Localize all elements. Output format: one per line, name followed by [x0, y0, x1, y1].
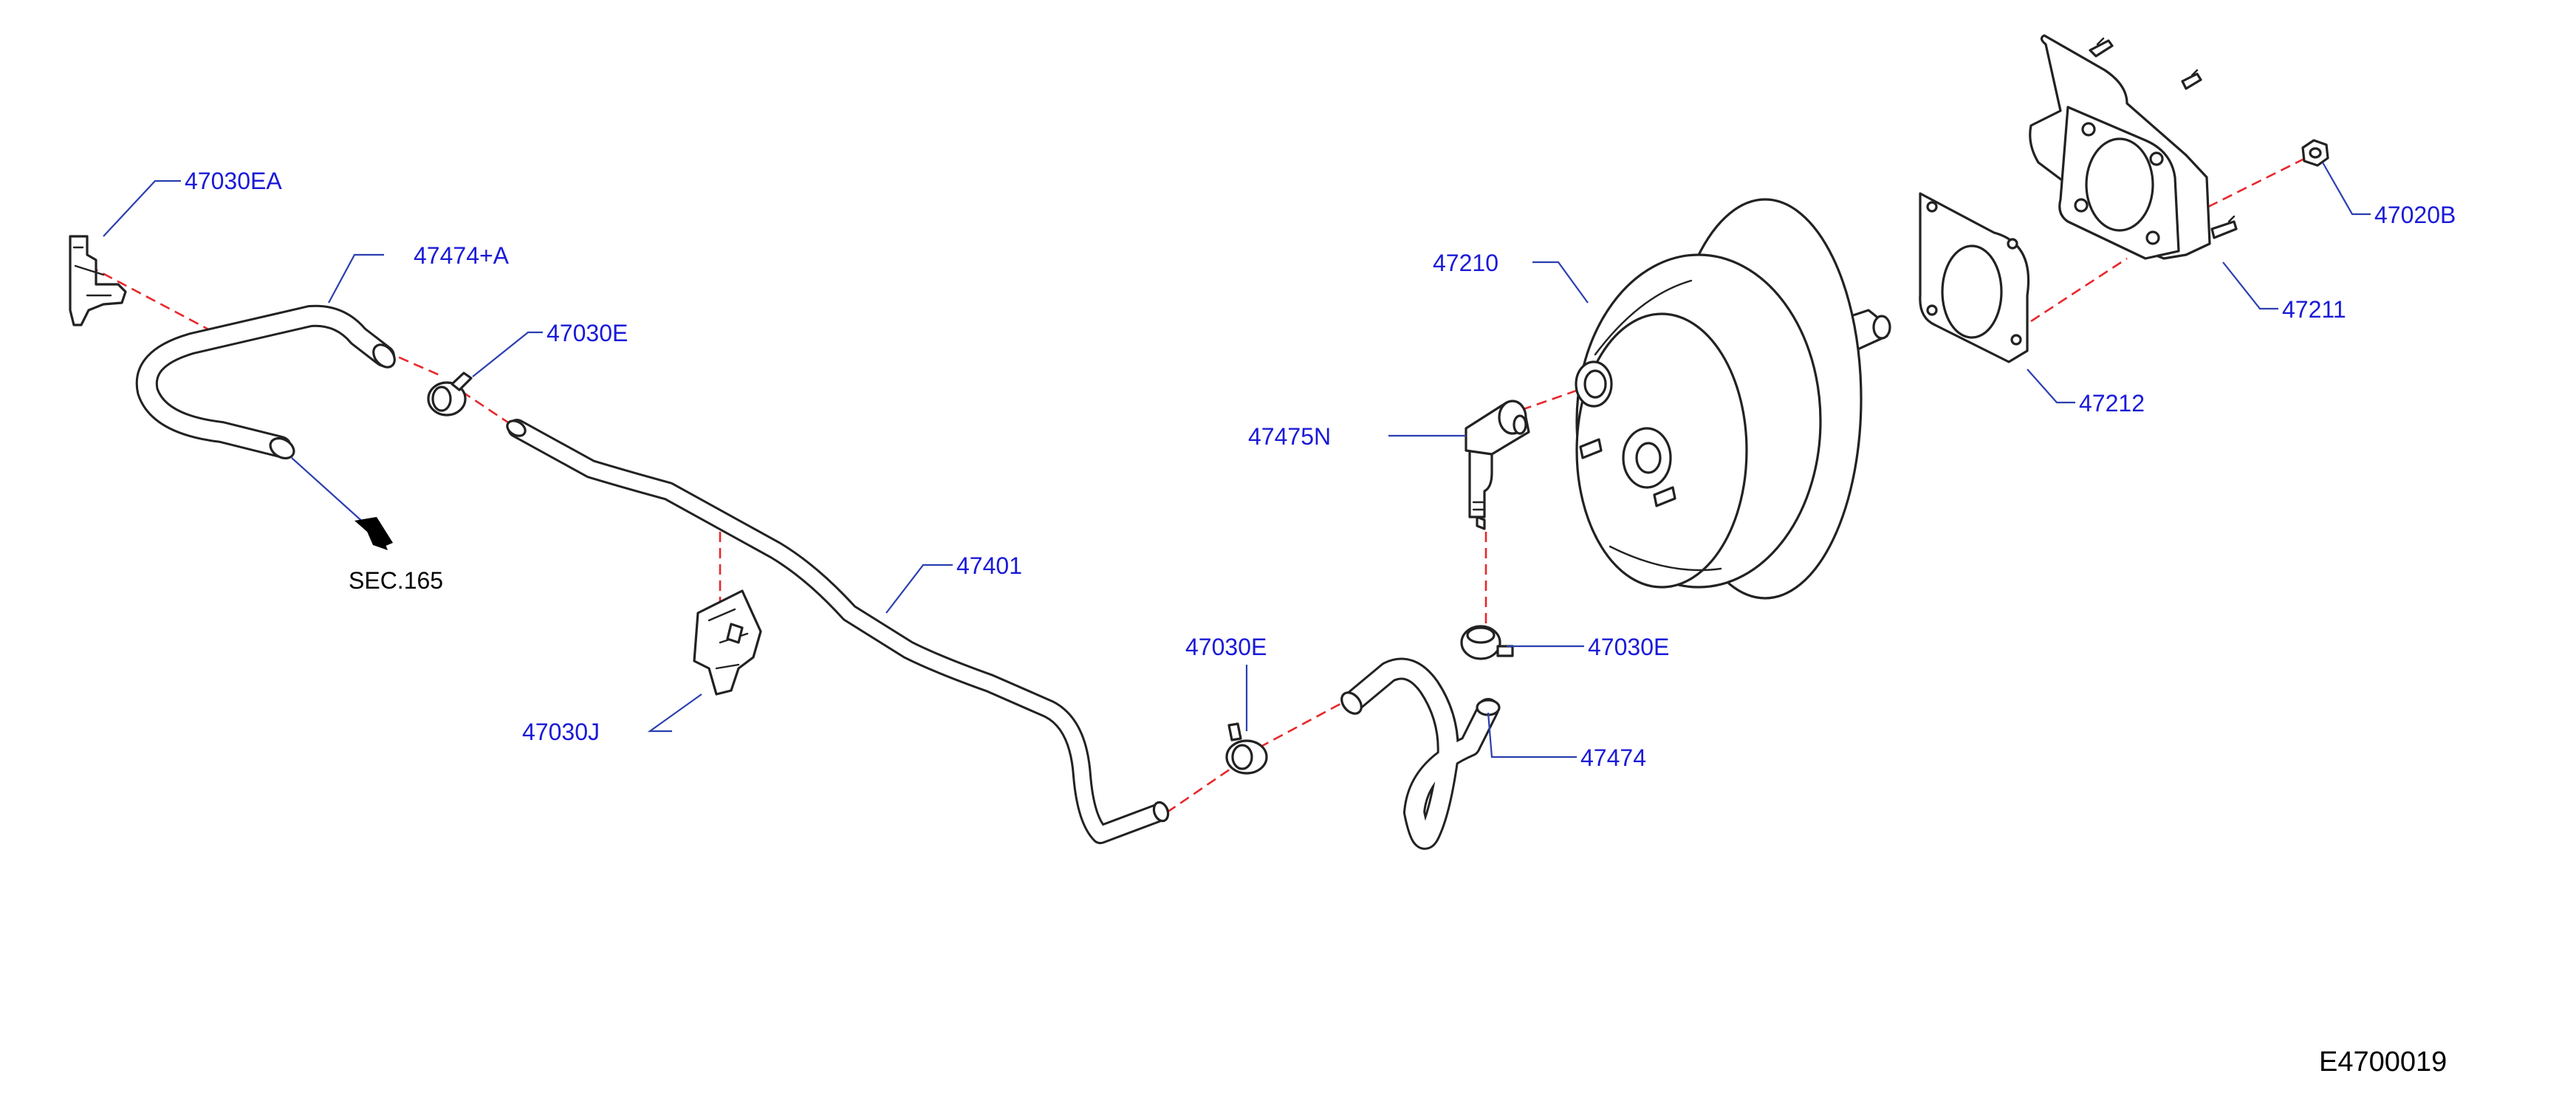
callout-47030E-top: 47030E — [547, 320, 628, 346]
pipe-47401 — [506, 419, 1170, 844]
clamp-47030E-right — [1460, 625, 1514, 660]
clip-47030J — [693, 589, 762, 696]
clip-47030EA — [69, 235, 127, 326]
callout-47474A: 47474+A — [414, 242, 510, 269]
callout-47475N: 47475N — [1248, 423, 1331, 450]
callout-labels: 47030EA 47474+A 47030E 47401 47030J 4703… — [185, 168, 2456, 771]
hose-47474A — [135, 304, 396, 460]
axis-pipe-to-clamp — [1166, 763, 1238, 814]
axis-clip-to-hose — [88, 264, 215, 334]
axis-gasket-to-bracket — [2030, 257, 2128, 323]
axis-hose-to-clamp — [383, 349, 444, 378]
callout-47211: 47211 — [2282, 296, 2346, 323]
figure-code: E4700019 — [2319, 1047, 2447, 1078]
callout-47020B: 47020B — [2374, 202, 2456, 228]
section-reference: SEC.165 — [349, 567, 443, 594]
axis-bracket-to-nut — [2207, 154, 2312, 208]
clamp-47030E-mid — [1225, 722, 1268, 775]
callout-47212: 47212 — [2079, 390, 2145, 417]
gasket-47212 — [1919, 192, 2030, 363]
leader-lines — [103, 162, 2371, 758]
callout-47030E-mid: 47030E — [1185, 634, 1267, 660]
callout-47210: 47210 — [1433, 250, 1498, 276]
callout-47030E-right: 47030E — [1588, 634, 1669, 660]
callout-47401: 47401 — [956, 552, 1022, 579]
assembly-axes — [88, 154, 2312, 814]
check-valve-47475N — [1465, 400, 1530, 530]
section-arrow — [291, 457, 393, 550]
callout-47030J: 47030J — [522, 719, 600, 745]
bracket-47211 — [2029, 34, 2238, 260]
hose-47474 — [1340, 657, 1501, 850]
brake-booster-47210 — [1575, 198, 1891, 600]
callout-47474: 47474 — [1580, 744, 1646, 771]
clamp-47030E-top — [427, 371, 473, 417]
nut-47020B — [2301, 139, 2329, 167]
axis-clamp-to-hose — [1258, 696, 1352, 749]
callout-47030EA: 47030EA — [185, 168, 282, 194]
